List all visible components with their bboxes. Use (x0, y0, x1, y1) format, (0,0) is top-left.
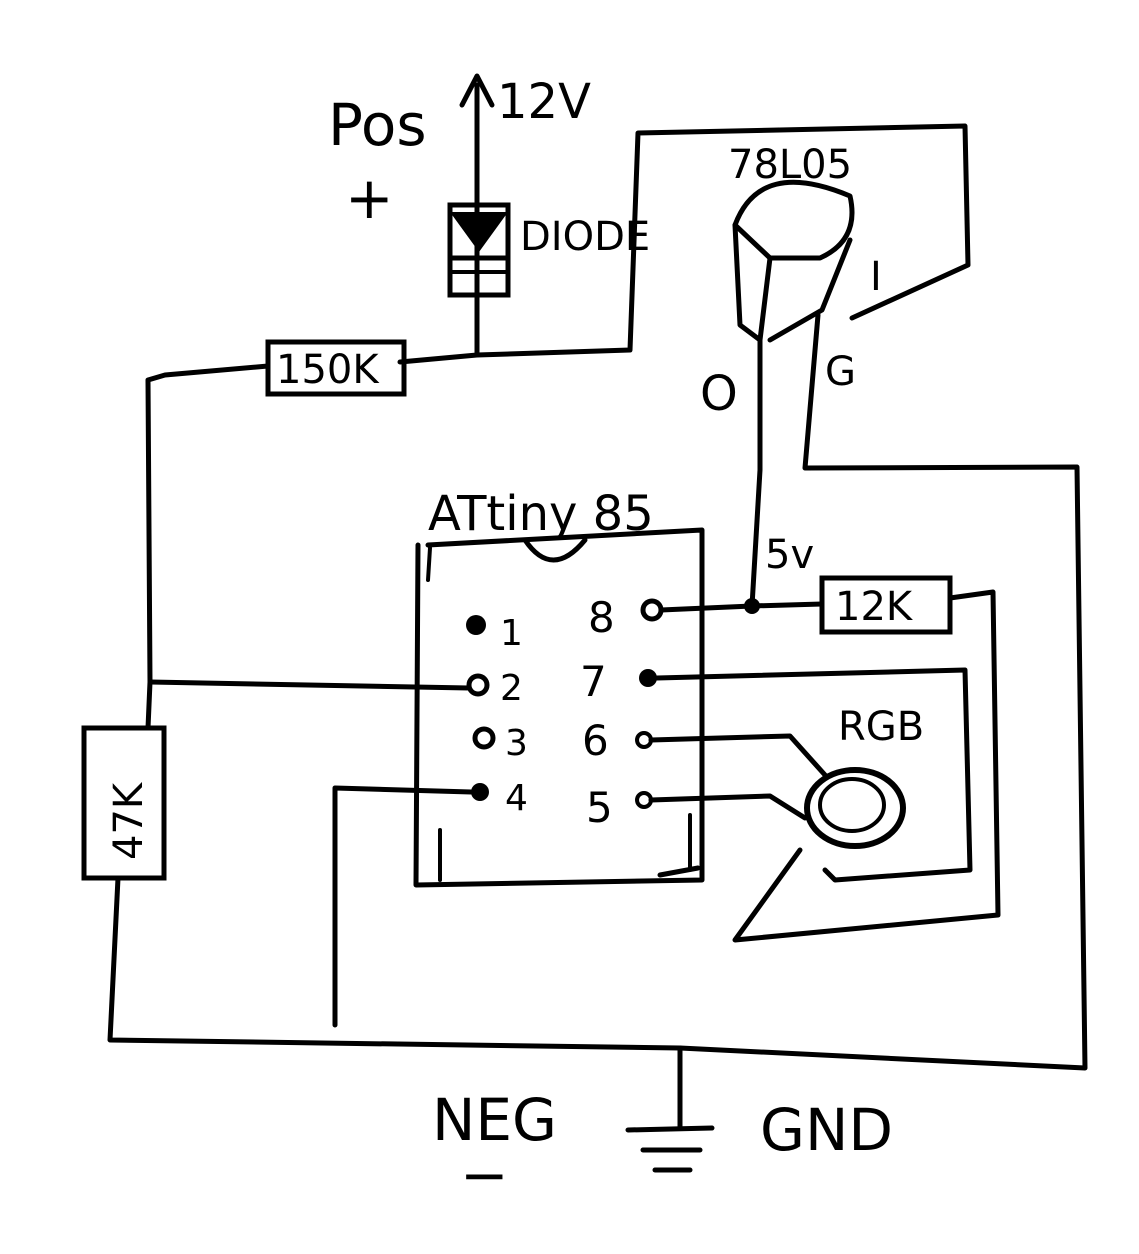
diode-label: DIODE (520, 214, 650, 260)
ground-symbol (625, 1045, 715, 1173)
wire-pin5-to-rgb (648, 793, 808, 821)
resistor-47k-label: 47K (106, 781, 152, 860)
resistor-12k (819, 575, 953, 635)
wire-regulator-output (749, 337, 763, 609)
pin-8-dot (640, 598, 664, 622)
regulator-gnd-label: G (825, 349, 856, 395)
wire-47k-to-ground (107, 875, 683, 1051)
rgb-led (804, 767, 906, 849)
resistor-47k (81, 725, 167, 881)
pin-3-label: 3 (505, 723, 528, 764)
regulator-label: 78L05 (728, 142, 852, 188)
regulator-78l05 (732, 179, 855, 343)
wire-pin4-to-ground (332, 785, 474, 1028)
plus-sign: + (345, 164, 394, 232)
wire-12k-to-rgb-common (732, 589, 1001, 943)
wire-diode-to-150k (397, 352, 480, 365)
junction-5v (744, 598, 760, 614)
pin-1-dot (466, 615, 486, 635)
wire-regulator-gnd (677, 312, 1088, 1071)
pos-label: Pos (328, 91, 427, 159)
resistor-150k-label: 150K (276, 347, 380, 393)
pin-7-dot (639, 669, 657, 687)
rgb-label: RGB (838, 704, 924, 750)
pin-2-dot (466, 673, 490, 697)
wire-pin7-to-rgb (654, 667, 973, 883)
wire-divider-to-47k (145, 679, 153, 731)
minus-sign: − (460, 1141, 509, 1209)
wire-to-regulator-input (474, 123, 971, 358)
five-volt-label: 5v (765, 532, 814, 578)
diode-symbol (447, 202, 511, 298)
gnd-label: GND (760, 1096, 893, 1164)
supply-voltage-label: 12V (497, 74, 591, 130)
neg-label: NEG (432, 1086, 557, 1154)
pin-1-label: 1 (500, 613, 523, 654)
pin-7-label: 7 (580, 657, 607, 706)
wire-pin2-to-divider (147, 679, 472, 691)
regulator-output-label: O (700, 366, 738, 422)
regulator-input-label: I (870, 254, 882, 300)
pin-2-label: 2 (500, 668, 523, 709)
wire-150k-to-left (145, 363, 271, 685)
pin-3-dot (472, 726, 496, 750)
resistor-12k-label: 12K (835, 584, 914, 630)
pin-4-label: 4 (505, 778, 528, 819)
wire-pin6-to-rgb (648, 733, 828, 778)
pin-4-dot (471, 783, 489, 801)
wire-pin8-to-12k (658, 601, 825, 613)
pin-5-label: 5 (586, 783, 613, 832)
pin-6-label: 6 (582, 716, 609, 765)
attiny85-chip (413, 527, 705, 888)
pin-8-label: 8 (588, 593, 615, 642)
